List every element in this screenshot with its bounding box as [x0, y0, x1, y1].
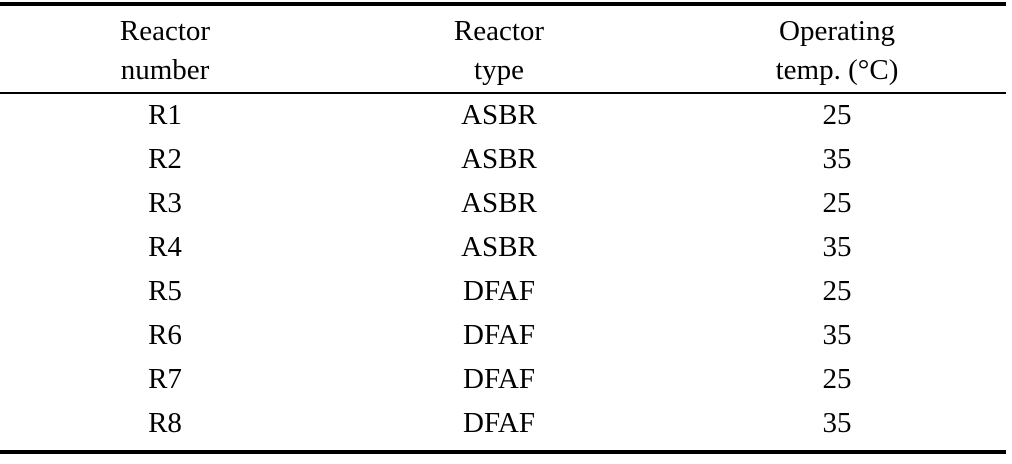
column-header-line-1: Operating: [779, 15, 895, 47]
cell-reactor-type: ASBR: [461, 143, 537, 175]
cell-reactor-type: ASBR: [461, 99, 537, 131]
cell-reactor-number: R5: [148, 275, 182, 307]
table-row: R2 ASBR 35: [0, 137, 1006, 181]
table-header-row: Reactor number Reactor type Operating te…: [0, 12, 1006, 90]
table-row: R6 DFAF 35: [0, 313, 1006, 357]
table-header: Reactor number Reactor type Operating te…: [0, 0, 1006, 90]
table-body: R1 ASBR 25 R2 ASBR 35 R3 ASBR 25 R4 ASBR…: [0, 90, 1006, 445]
cell-operating-temp: 25: [822, 187, 852, 219]
column-header-line-2: type: [474, 54, 524, 86]
table-row: R4 ASBR 35: [0, 225, 1006, 269]
cell-reactor-number: R6: [148, 319, 182, 351]
cell-reactor-type: DFAF: [463, 363, 535, 395]
cell-reactor-number: R8: [148, 407, 182, 439]
table-row: R5 DFAF 25: [0, 269, 1006, 313]
table-row: R8 DFAF 35: [0, 401, 1006, 445]
cell-reactor-number: R2: [148, 143, 182, 175]
cell-reactor-type: ASBR: [461, 231, 537, 263]
cell-reactor-type: DFAF: [463, 275, 535, 307]
cell-reactor-number: R3: [148, 187, 182, 219]
table-rule-bottom: [0, 450, 1006, 454]
cell-operating-temp: 25: [822, 99, 852, 131]
column-header-operating-temp: Operating temp. (°C): [668, 12, 1006, 90]
cell-reactor-number: R1: [148, 99, 182, 131]
cell-operating-temp: 25: [822, 275, 852, 307]
cell-operating-temp: 35: [822, 231, 852, 263]
cell-reactor-type: DFAF: [463, 319, 535, 351]
column-header-reactor-type: Reactor type: [330, 12, 668, 90]
cell-reactor-type: ASBR: [461, 187, 537, 219]
column-header-line-1: Reactor: [453, 15, 545, 47]
cell-operating-temp: 35: [822, 319, 852, 351]
cell-operating-temp: 25: [822, 363, 852, 395]
column-header-line-1: Reactor: [119, 15, 211, 47]
table-rule-header-separator: [0, 92, 1006, 94]
cell-reactor-number: R7: [148, 363, 182, 395]
column-header-line-2: number: [120, 54, 210, 86]
table-row: R7 DFAF 25: [0, 357, 1006, 401]
cell-reactor-number: R4: [148, 231, 182, 263]
cell-reactor-type: DFAF: [463, 407, 535, 439]
table-row: R1 ASBR 25: [0, 93, 1006, 137]
table-row: R3 ASBR 25: [0, 181, 1006, 225]
column-header-reactor-number: Reactor number: [0, 12, 330, 90]
table-rule-top: [0, 2, 1006, 6]
column-header-line-2: temp. (°C): [775, 54, 899, 86]
cell-operating-temp: 35: [822, 143, 852, 175]
reactor-table: Reactor number Reactor type Operating te…: [0, 0, 1006, 445]
cell-operating-temp: 35: [822, 407, 852, 439]
